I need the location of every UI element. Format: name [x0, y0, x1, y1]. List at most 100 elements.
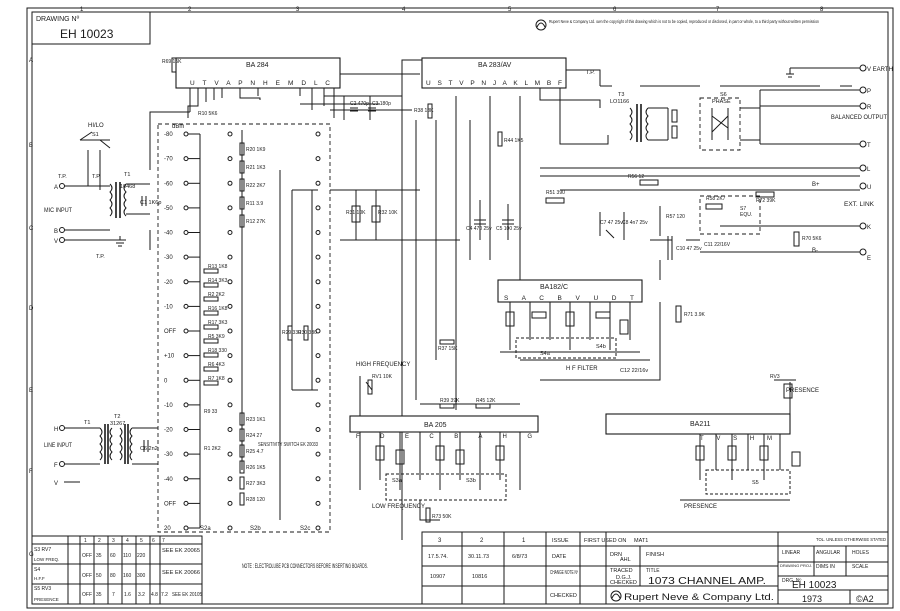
s6-label: S6 [720, 92, 727, 98]
col-marker: 5 [508, 7, 512, 13]
table-cell: 110 [123, 553, 131, 559]
linear-label: LINEAR [782, 550, 800, 556]
sensitivity-step-label: -20 [164, 428, 173, 434]
company-name: Rupert Neve & Company Ltd. [624, 592, 774, 602]
switch-contact [227, 377, 233, 383]
v-earth-terminal: V EARTH [867, 67, 893, 73]
switch-contact [227, 353, 233, 359]
t3-label: T3 [618, 92, 624, 98]
ba182-pins: S A C B V U D T [504, 295, 634, 302]
switch-contact [227, 230, 233, 235]
change-note-label: CHANGE NOTE Nº [550, 570, 578, 576]
tp-left-label-2: T.P. [92, 174, 101, 180]
dims-in-label: DIMS IN [816, 564, 835, 570]
switch-contact [315, 525, 321, 531]
sensitivity-step-label: -20 [164, 280, 173, 286]
switch-contact [227, 476, 233, 482]
p-terminal: P [867, 89, 871, 95]
sensitivity-step-label: -80 [164, 132, 173, 138]
switch-contact [183, 402, 189, 408]
checked-label: CHECKED [550, 593, 577, 599]
switch-contact [315, 353, 321, 359]
switch-contact [227, 328, 233, 334]
sensitivity-step-label: -10 [164, 403, 173, 409]
table-row-switch: S4 [34, 567, 40, 573]
company-logo [535, 19, 547, 31]
note-text: NOTE : ELECTROLUBE PCB CONNECTORS BEFORE… [242, 564, 368, 570]
drawing-number-label: DRAWING Nº [36, 16, 80, 23]
angular-label: ANGULAR [816, 550, 841, 556]
switch-contact [183, 230, 189, 235]
sensitivity-step-label: OFF [164, 329, 176, 335]
ladder-resistor [203, 310, 219, 316]
r32-label: R32 10K [378, 210, 398, 216]
r71-label: R71 3.9K [684, 312, 706, 318]
s1-label: S1 [92, 132, 99, 138]
sensitivity-step-label: -50 [164, 206, 173, 212]
r45-label: R45 12K [476, 398, 496, 404]
f-terminal: F [54, 463, 58, 469]
t3-number: LO1166 [610, 99, 629, 105]
sensitivity-switch-frame [157, 123, 331, 533]
ba211-pins: T V S H M [700, 436, 772, 442]
col-marker: 8 [820, 7, 824, 13]
switch-contact [315, 476, 321, 482]
change-note-number: 10907 [430, 574, 445, 580]
phase-label: PHASE [712, 99, 731, 105]
sensitivity-step-label: -30 [164, 452, 173, 458]
switch-contact [183, 328, 189, 334]
table-cell: 35 [96, 553, 102, 559]
switch-contact [183, 451, 189, 457]
row-marker: C [29, 226, 34, 232]
c4-label: C4 470 25v [466, 226, 492, 232]
ladder-resistor-label: R18 330 [208, 348, 227, 354]
c2-label: C2 470p [350, 101, 369, 107]
ladder-resistor [203, 296, 219, 302]
switch-contact [183, 156, 189, 162]
ladder-resistor-label: R21 1K3 [246, 165, 266, 171]
dbm-label: dBm [172, 124, 184, 130]
c5-label: C5 100 25v [496, 226, 522, 232]
table-row-switch: S5 RV3 [34, 586, 51, 592]
switch-contact [183, 254, 189, 260]
ba205-pins: F D E C B A H G [356, 434, 532, 440]
t1-label: T1 [124, 172, 130, 178]
ladder-resistor-label: R26 1K5 [246, 465, 266, 471]
r31-label: R31 10K [346, 210, 366, 216]
drg-no-value: EH 10023 [792, 580, 837, 591]
col-marker: 4 [402, 7, 406, 13]
sensitivity-step-label: +10 [164, 354, 175, 360]
b-plus-label: B+ [812, 182, 820, 188]
first-used-on-label: FIRST USED ON [584, 538, 626, 544]
ba211-label: BA211 [690, 421, 711, 428]
switch-contact [183, 353, 189, 359]
table-row-name: PRESENCE [34, 597, 59, 602]
table-col-header: 5 [140, 538, 143, 544]
a-terminal: A [54, 185, 58, 191]
company-logo-bottom [610, 590, 622, 602]
traced-value: D.G.J. [616, 575, 632, 581]
switch-contact [227, 451, 233, 457]
ba284-module [175, 57, 341, 89]
ba283-pins: U S T V P N J A K L M B F [426, 80, 562, 87]
ext-link-label: EXT. LINK [844, 201, 875, 208]
switch-contact [315, 254, 321, 260]
table-col-header: 3 [112, 538, 115, 544]
ladder-resistor [203, 338, 219, 344]
s2b-label: S2b [250, 526, 261, 532]
r44-label: R44 1K5 [504, 138, 524, 144]
ladder-resistor-label: R7 1K8 [208, 376, 225, 382]
switch-contact [183, 131, 189, 137]
table-see-ref: SEE EK 20065 [162, 548, 200, 554]
ladder-resistor [239, 492, 245, 506]
t2-number: 31267 [110, 421, 125, 427]
c3-label: C3 180p [372, 101, 391, 107]
switch-contact [227, 427, 233, 432]
row-marker: F [29, 469, 33, 475]
table-cell: 50 [96, 573, 102, 579]
ladder-resistor-label: R11 3.9 [246, 201, 263, 207]
table-cell: 160 [123, 573, 132, 579]
switch-contact [227, 180, 233, 186]
v-terminal: V [54, 239, 58, 245]
